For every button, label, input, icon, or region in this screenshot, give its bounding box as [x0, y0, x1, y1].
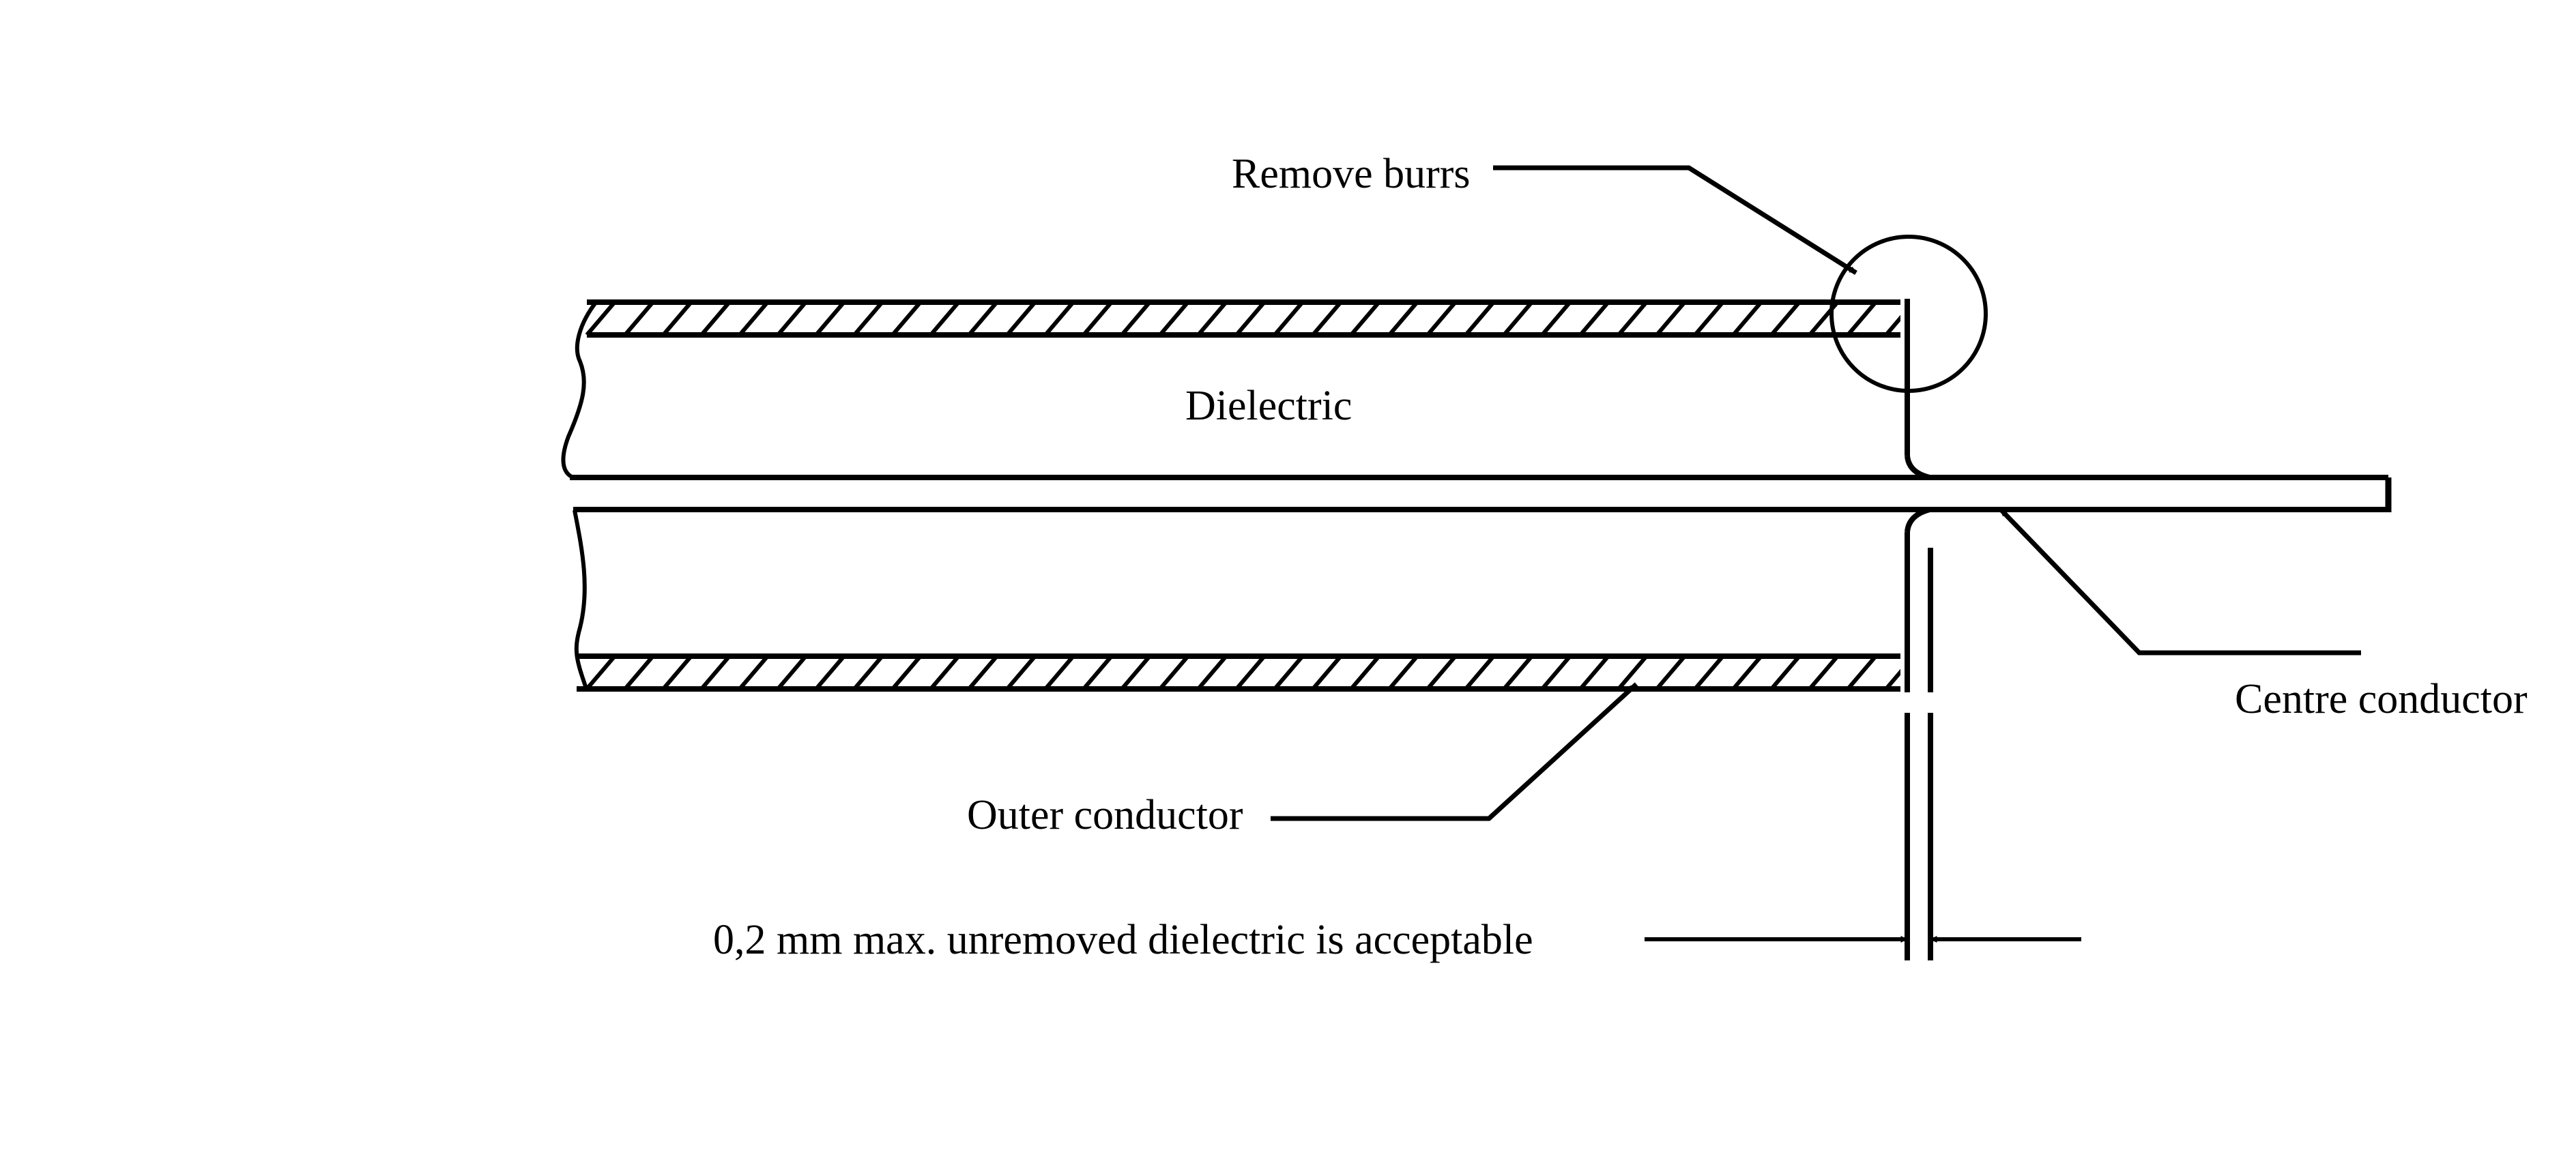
- hatch-line: [1464, 302, 1496, 335]
- hatch-line: [1387, 656, 1419, 689]
- label-dielectric: Dielectric: [1185, 383, 1352, 429]
- hatch-line: [1808, 656, 1840, 689]
- hatch-line: [1655, 656, 1687, 689]
- hatch-line: [814, 656, 846, 689]
- hatch-line: [1884, 668, 1900, 689]
- centre-conductor: [570, 475, 2392, 512]
- hatch-line: [699, 656, 732, 689]
- hatch-line: [1617, 302, 1649, 335]
- hatch-line: [1043, 656, 1075, 689]
- hatch-line: [661, 302, 693, 335]
- hatch-line: [1082, 302, 1114, 335]
- hatch-line: [967, 302, 999, 335]
- hatch-line: [891, 656, 923, 689]
- hatch-line: [1731, 302, 1763, 335]
- label-tolerance-note: 0,2 mm max. unremoved dielectric is acce…: [713, 917, 1533, 963]
- hatch-line: [776, 656, 808, 689]
- remove-burrs-leader: [1493, 165, 1857, 275]
- hatch-line: [1502, 656, 1534, 689]
- outer-conductor-leader: [1271, 682, 1638, 821]
- hatch-line: [1731, 656, 1763, 689]
- hatch-line: [1426, 656, 1458, 689]
- hatch-line: [585, 302, 617, 335]
- outer-conductor-top-wall: [585, 299, 1900, 338]
- hatch-line: [1158, 656, 1190, 689]
- burr-callout-circle: [1829, 235, 1988, 393]
- centre-conductor-leader: [1999, 507, 2361, 656]
- hatch-line: [1578, 656, 1610, 689]
- hatch-line: [1502, 302, 1534, 335]
- hatch-line: [1120, 302, 1152, 335]
- hatch-line: [1005, 302, 1037, 335]
- label-remove-burrs: Remove burrs: [1232, 151, 1471, 197]
- hatch-line: [852, 656, 884, 689]
- hatch-line: [814, 302, 846, 335]
- hatch-line: [1196, 302, 1228, 335]
- hatch-line: [661, 656, 693, 689]
- hatch-line: [1426, 302, 1458, 335]
- cable-break-line: [561, 299, 599, 691]
- hatch-line: [1540, 656, 1572, 689]
- hatch-line: [699, 302, 732, 335]
- hatch-line: [776, 302, 808, 335]
- hatch-line: [1158, 302, 1190, 335]
- hatch-line: [1846, 656, 1878, 689]
- hatch-line: [1693, 656, 1725, 689]
- hatch-line: [1273, 302, 1305, 335]
- hatch-line: [1693, 302, 1725, 335]
- hatch-line: [1464, 656, 1496, 689]
- hatch-line: [1196, 656, 1228, 689]
- hatch-line: [852, 302, 884, 335]
- label-outer-conductor: Outer conductor: [967, 792, 1243, 838]
- hatch-line: [1349, 656, 1381, 689]
- hatch-line: [585, 656, 617, 689]
- hatch-line: [1884, 314, 1900, 335]
- hatch-line: [623, 656, 655, 689]
- hatch-line: [1578, 302, 1610, 335]
- hatch-line: [1540, 302, 1572, 335]
- hatch-line: [738, 302, 770, 335]
- hatch-line: [967, 656, 999, 689]
- hatch-line: [1387, 302, 1419, 335]
- hatch-line: [1082, 656, 1114, 689]
- hatch-line: [929, 656, 961, 689]
- label-centre-conductor: Centre conductor: [2235, 676, 2528, 722]
- hatch-line: [1846, 302, 1878, 335]
- hatch-line: [1617, 656, 1649, 689]
- hatch-line: [1234, 302, 1267, 335]
- dielectric-end-face: [1905, 299, 1933, 960]
- hatch-line: [1311, 656, 1343, 689]
- hatch-line: [738, 656, 770, 689]
- hatch-line: [1234, 656, 1267, 689]
- hatch-line: [1043, 302, 1075, 335]
- outer-conductor-bottom-wall: [577, 653, 1900, 692]
- hatch-line: [1273, 656, 1305, 689]
- hatch-line: [1120, 656, 1152, 689]
- hatch-line: [1005, 656, 1037, 689]
- hatch-line: [929, 302, 961, 335]
- hatch-line: [623, 302, 655, 335]
- hatch-line: [891, 302, 923, 335]
- hatch-line: [1349, 302, 1381, 335]
- hatch-line: [1311, 302, 1343, 335]
- hatch-line: [1769, 656, 1801, 689]
- hatch-line: [1769, 302, 1801, 335]
- hatch-line: [1655, 302, 1687, 335]
